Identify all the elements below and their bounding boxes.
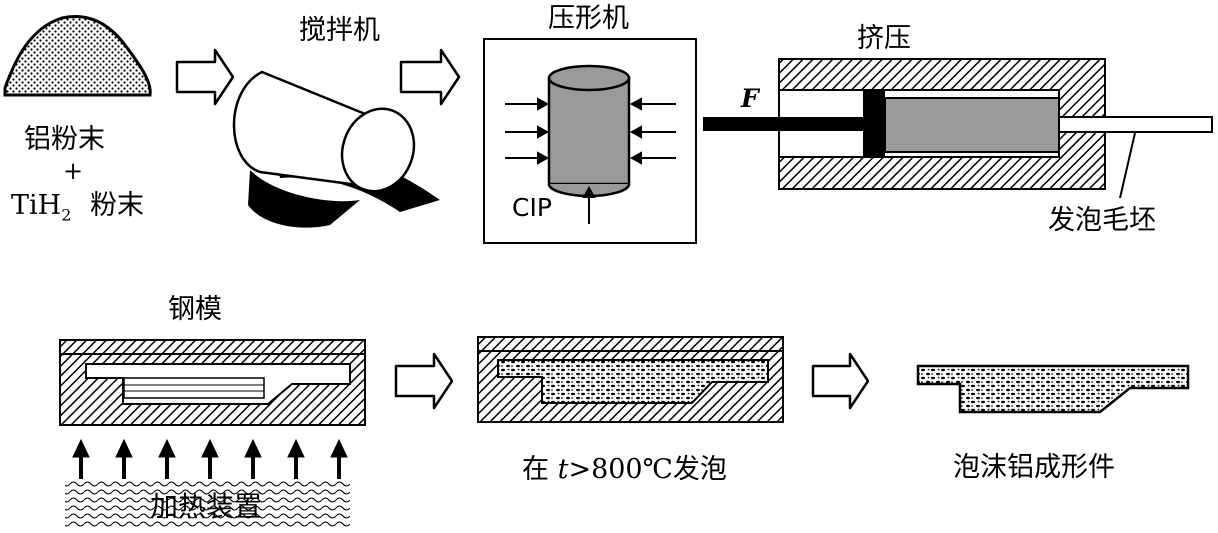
extrusion-label: 挤压 (857, 23, 911, 54)
force-label: F (741, 84, 759, 113)
tih2-formula: TiH (11, 190, 62, 221)
mixer-drum (232, 70, 440, 228)
press-box (483, 38, 697, 244)
foam-part-shape (916, 364, 1190, 414)
foaming-prefix: 在 (522, 454, 549, 485)
foaming-temperature-symbol: t (557, 454, 569, 485)
tih2-powder-text: 粉末 (89, 190, 144, 221)
heating-arrows (72, 438, 348, 483)
steel-mold-label: 钢模 (168, 294, 222, 325)
flow-arrow-4 (811, 352, 870, 410)
cip-label: CIP (512, 193, 552, 222)
foam-precursor-label: 发泡毛坯 (1048, 205, 1156, 236)
extrusion-press (703, 58, 1213, 199)
heating-device (65, 479, 350, 529)
powder-heap-icon (3, 15, 152, 97)
foaming-mold (477, 336, 784, 423)
aluminum-powder-label: 铝粉末 (24, 124, 105, 155)
foaming-condition-text: >800℃发泡 (568, 454, 727, 485)
tih2-label: TiH2 粉末 (11, 192, 144, 223)
flow-arrow-2 (399, 48, 461, 106)
foaming-condition-label: 在 t>800℃发泡 (522, 456, 727, 483)
press-label: 压形机 (548, 3, 629, 34)
steel-mold (59, 339, 366, 426)
foam-part-label: 泡沫铝成形件 (953, 452, 1115, 483)
flow-arrow-3 (394, 352, 454, 410)
heating-device-label: 加热装置 (150, 490, 263, 523)
plus-sign: + (63, 157, 84, 185)
mixer-label: 搅拌机 (299, 15, 380, 46)
tih2-subscript: 2 (61, 205, 72, 225)
flow-arrow-1 (175, 48, 235, 106)
pressure-arrows (505, 97, 676, 224)
